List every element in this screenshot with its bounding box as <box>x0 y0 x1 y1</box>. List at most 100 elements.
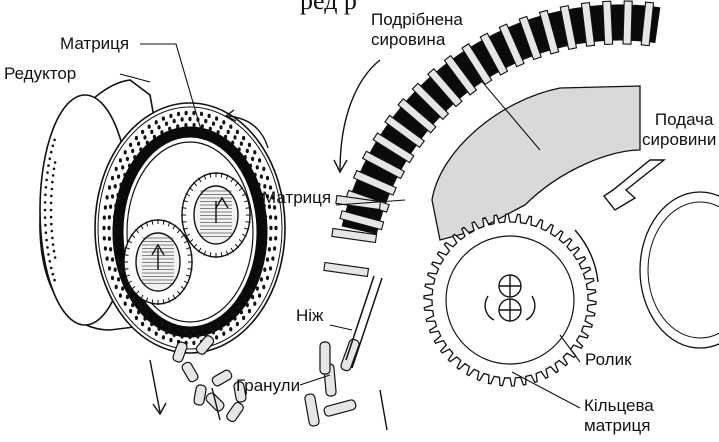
die-hole <box>217 322 220 326</box>
die-hole <box>51 237 54 240</box>
label-knife: Ніж <box>296 306 323 326</box>
second-roller <box>640 192 719 348</box>
die-hole <box>146 141 149 145</box>
die-hole <box>269 266 272 270</box>
die-hole <box>111 194 114 198</box>
die-hole <box>251 157 254 161</box>
die-hole <box>111 257 114 261</box>
die-hole <box>103 216 106 220</box>
die-hole <box>201 124 204 128</box>
die-hole <box>215 116 218 120</box>
die-hole <box>141 130 144 134</box>
die-hole <box>264 226 267 230</box>
die-hole <box>173 119 176 123</box>
die-hole <box>244 155 247 159</box>
die-hole <box>249 288 252 292</box>
die-hole <box>117 277 120 281</box>
die-hole <box>50 267 53 270</box>
die-hole <box>193 329 196 333</box>
die-hole <box>212 330 215 334</box>
die-hole <box>52 273 55 276</box>
die-hole <box>50 223 53 226</box>
die-hole <box>169 114 172 118</box>
die-hole <box>131 303 134 307</box>
die-hole <box>50 195 53 198</box>
label-granules: Гранули <box>236 376 300 396</box>
die-hole <box>242 136 245 140</box>
die-hole <box>126 157 129 161</box>
die-hole <box>168 325 171 329</box>
die-hole <box>233 316 236 320</box>
die-hole <box>233 135 236 139</box>
die-hole <box>107 226 110 230</box>
die-hole <box>254 173 257 177</box>
die-hole <box>260 259 263 263</box>
die-hole <box>229 327 232 331</box>
die-hole <box>219 125 222 129</box>
die-hole <box>246 303 249 307</box>
die-hole <box>266 257 269 261</box>
pellets-right <box>304 338 360 426</box>
die-hole <box>264 237 267 241</box>
die-hole <box>227 130 230 134</box>
die-hole <box>188 117 191 121</box>
die-hole <box>176 124 179 128</box>
die-hole <box>227 322 230 326</box>
die-hole <box>52 174 55 177</box>
die-hole <box>192 111 195 115</box>
die-hole <box>184 123 187 127</box>
die-hole <box>116 259 119 263</box>
die-hole <box>258 158 261 162</box>
label-ring-matrix-line1: Кільцева <box>584 396 654 416</box>
die-hole <box>108 266 111 270</box>
pellet <box>225 401 245 423</box>
die-hole <box>274 226 277 230</box>
die-hole <box>51 181 54 184</box>
die-hole <box>253 302 256 306</box>
die-hole <box>200 112 203 116</box>
die-hole <box>131 149 134 153</box>
pellet <box>181 361 200 383</box>
die-channel <box>603 1 613 44</box>
die-hole <box>139 304 142 308</box>
die-hole <box>121 165 124 169</box>
label-crushed-material-line2: сировина <box>371 30 463 50</box>
die-hole <box>50 202 53 205</box>
die-hole <box>212 122 215 126</box>
die-hole <box>44 216 47 219</box>
die-hole <box>102 226 105 230</box>
die-hole <box>176 327 179 331</box>
die-hole <box>150 322 153 326</box>
pellet <box>320 342 330 374</box>
die-hole <box>201 327 204 331</box>
die-hole <box>44 194 47 197</box>
die-hole <box>257 183 260 187</box>
die-hole <box>54 256 57 259</box>
die-hole <box>54 161 57 164</box>
die-hole <box>51 230 54 233</box>
die-hole <box>123 173 126 177</box>
die-hole <box>209 325 212 329</box>
die-hole <box>129 143 132 147</box>
die-hole <box>185 111 188 115</box>
die-hole <box>133 297 136 301</box>
die-hole <box>160 322 163 326</box>
die-hole <box>143 316 146 320</box>
label-feed-line2: сировини <box>642 130 716 150</box>
die-hole <box>193 123 196 127</box>
die-hole <box>143 135 146 139</box>
raw-material-fill <box>432 86 640 240</box>
die-hole <box>103 236 106 240</box>
die-hole <box>181 334 184 338</box>
die-hole <box>44 201 47 204</box>
die-hole <box>137 310 140 314</box>
die-hole <box>108 237 111 241</box>
die-hole <box>106 195 109 199</box>
die-hole <box>169 338 172 342</box>
die-hole <box>256 286 259 290</box>
die-hole <box>157 327 160 331</box>
die-hole <box>108 215 111 219</box>
die-hole <box>165 330 168 334</box>
die-hole <box>108 185 111 189</box>
